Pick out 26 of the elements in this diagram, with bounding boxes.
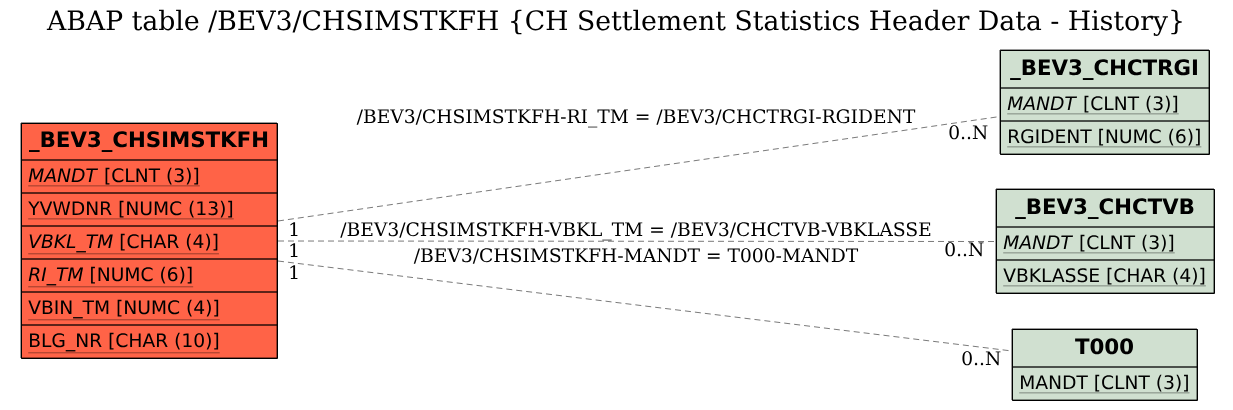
field-row: MANDT [CLNT (3)]: [999, 87, 1210, 122]
field-row: VBKL_TM [CHAR (4)]: [20, 225, 278, 260]
field-row: YVWDNR [NUMC (13)]: [20, 192, 278, 227]
title: ABAP table /BEV3/CHSIMSTKFH {CH Settlement Statistics Header Data - History}: [46, 9, 1182, 36]
table-title: _BEV3_CHCTVB: [995, 188, 1215, 228]
table-title: _BEV3_CHCTRGI: [999, 49, 1210, 89]
field-row: RI_TM [NUMC (6)]: [20, 258, 278, 293]
cardinality-label: 1: [290, 222, 298, 236]
cardinality-label: 0..N: [962, 351, 1001, 366]
cardinality-label: 0..N: [945, 242, 984, 257]
field-row: VBKLASSE [CHAR (4)]: [995, 259, 1215, 294]
cardinality-label: 0..N: [949, 125, 988, 140]
table-title: T000: [1011, 328, 1198, 368]
table-title: _BEV3_CHSIMSTKFH: [20, 122, 278, 161]
connector-line: [277, 240, 997, 242]
cardinality-label: 1: [290, 243, 298, 257]
field-row: VBIN_TM [NUMC (4)]: [20, 291, 278, 326]
edge-label: /BEV3/CHSIMSTKFH-RI_TM = /BEV3/CHCTRGI-RGIDENT: [356, 109, 916, 128]
field-row: MANDT [CLNT (3)]: [20, 159, 278, 194]
edge-label: /BEV3/CHSIMSTKFH-VBKL_TM = /BEV3/CHCTVB-VBKLASSE: [340, 222, 931, 241]
edge-label: /BEV3/CHSIMSTKFH-MANDT = T000-MANDT: [413, 248, 859, 264]
field-row: MANDT [CLNT (3)]: [995, 226, 1215, 261]
field-row: BLG_NR [CHAR (10)]: [20, 324, 278, 359]
cardinality-label: 1: [290, 265, 298, 279]
field-row: RGIDENT [NUMC (6)]: [999, 120, 1210, 155]
field-row: MANDT [CLNT (3)]: [1011, 366, 1198, 401]
